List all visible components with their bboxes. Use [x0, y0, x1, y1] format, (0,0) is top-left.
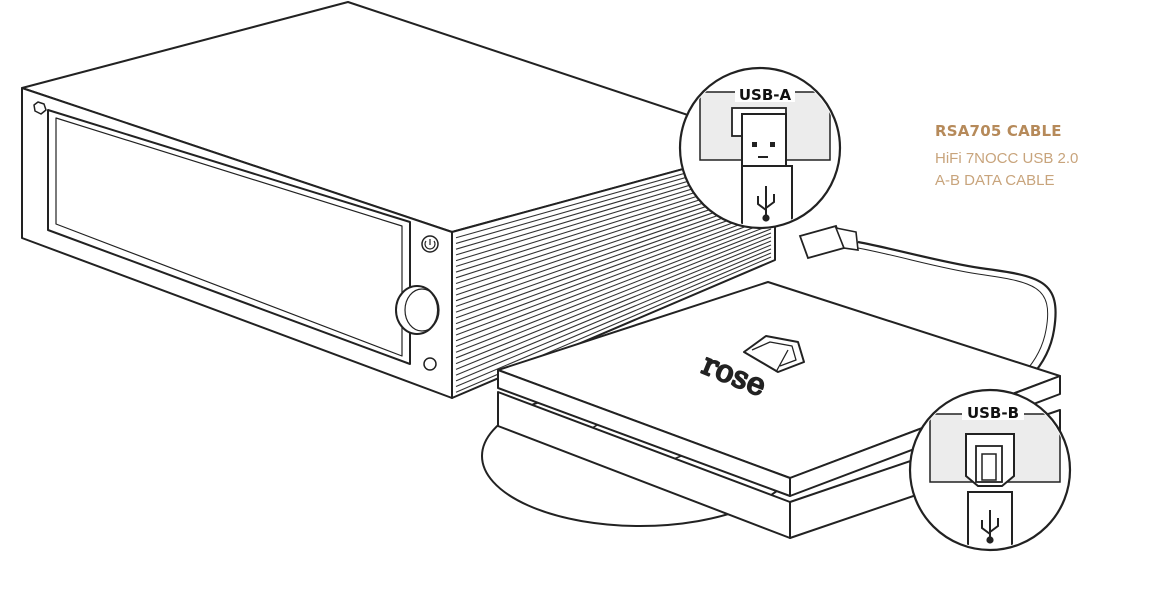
usb-a-label: USB-A: [739, 86, 792, 104]
optical-drive: rose: [481, 281, 1061, 539]
heatsink-fin-line: [455, 200, 772, 313]
heatsink-fin-line: [455, 208, 772, 325]
cable-info: RSA705 CABLE HiFi 7NOCC USB 2.0 A-B DATA…: [935, 122, 1078, 192]
usb-b-callout: USB-B: [908, 388, 1072, 552]
heatsink-fin-line: [455, 212, 772, 330]
heatsink-fin-line: [455, 220, 772, 342]
heatsink-fin-line: [455, 240, 772, 370]
volume-knob-icon: [395, 285, 439, 335]
rose-logo-icon: [743, 335, 805, 373]
usb-symbol-b-icon: [981, 510, 999, 540]
heatsink-fin-line: [455, 216, 772, 336]
heatsink-fin-line: [455, 244, 772, 376]
heatsink-fin-line: [455, 252, 772, 388]
heatsink-fin-line: [455, 236, 772, 365]
heatsink-fin-line: [455, 204, 772, 319]
cable-description: HiFi 7NOCC USB 2.0 A-B DATA CABLE: [935, 148, 1078, 192]
usb-a-callout: USB-A: [678, 66, 842, 230]
display-window: [47, 109, 411, 365]
heatsink-fin-line: [455, 224, 772, 347]
display-window-inner: [55, 117, 403, 357]
usb-symbol-icon: [757, 186, 775, 218]
cable-desc-line-2: A-B DATA CABLE: [935, 172, 1055, 189]
heatsink-fin-line: [455, 248, 772, 382]
heatsink-fin-line: [455, 228, 772, 353]
usb-a-connector-icon: [741, 113, 787, 167]
small-button-icon: [423, 357, 437, 371]
usb-b-label: USB-B: [967, 404, 1019, 422]
front-logo-icon: [33, 101, 47, 115]
heatsink-fin-line: [455, 232, 772, 359]
cable-desc-line-1: HiFi 7NOCC USB 2.0: [935, 150, 1079, 167]
cable-title: RSA705 CABLE: [935, 122, 1062, 140]
